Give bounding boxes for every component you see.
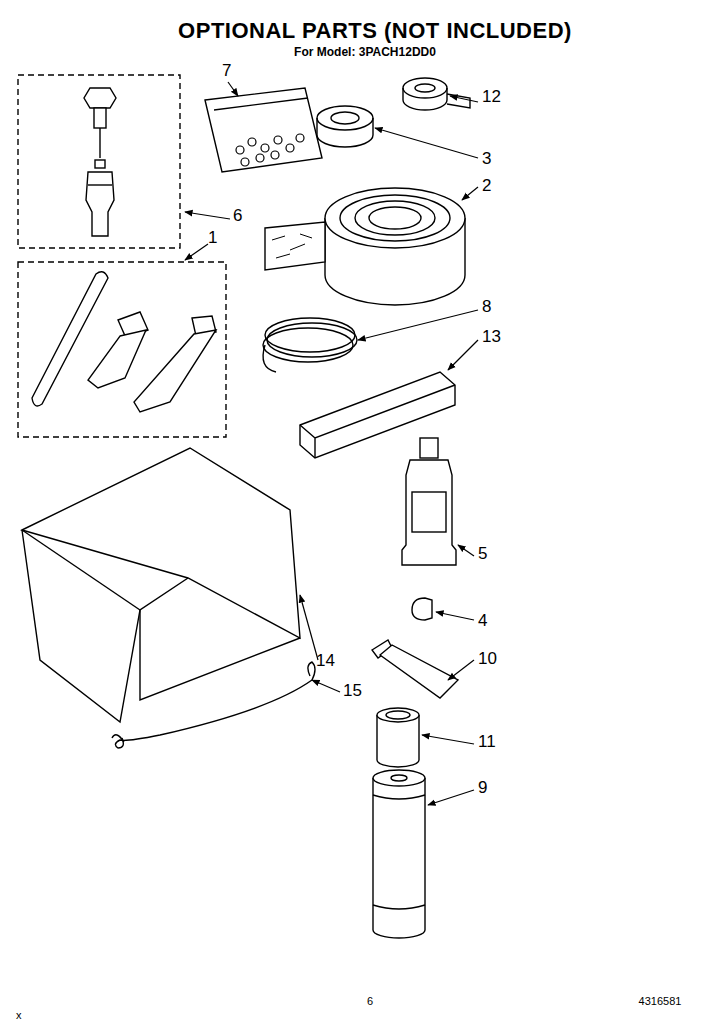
callout-number: 5 — [478, 545, 487, 562]
callout-number: 3 — [482, 150, 491, 167]
callout-number: 14 — [316, 652, 335, 669]
callout-number: 8 — [482, 298, 491, 315]
callout-number: 2 — [482, 177, 491, 194]
callout-number: 9 — [478, 779, 487, 796]
callout-number: 6 — [233, 207, 242, 224]
page-number: 6 — [367, 996, 373, 1007]
model-note: For Model: 3PACH12DD0 — [294, 46, 436, 58]
callout-number: 15 — [343, 682, 362, 699]
callout-number: 13 — [482, 328, 501, 345]
callout-number: 10 — [478, 650, 497, 667]
corner-mark: x — [16, 1010, 22, 1021]
document-number: 4316581 — [639, 996, 682, 1007]
callout-number: 4 — [478, 612, 487, 629]
callout-number: 12 — [482, 88, 501, 105]
callout-number: 11 — [478, 733, 496, 750]
diagram-title: OPTIONAL PARTS (NOT INCLUDED) — [178, 20, 572, 42]
callout-number: 1 — [208, 229, 217, 246]
callout-number: 7 — [222, 62, 231, 79]
